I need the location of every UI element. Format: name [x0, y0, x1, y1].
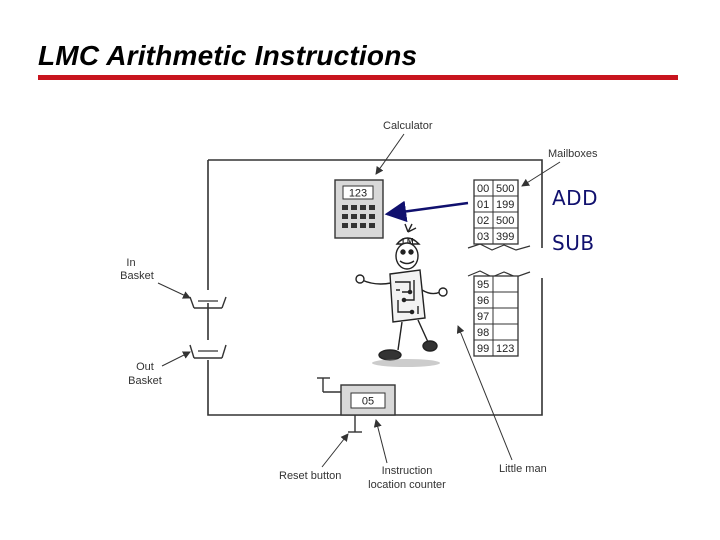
torn-edge-top	[467, 243, 531, 251]
mailbox-value: 199	[496, 199, 514, 211]
mailbox-value: 123	[496, 343, 514, 355]
mailbox-addr: 97	[477, 311, 489, 323]
mailboxes-bottom: 95 96 97 98 99 123	[473, 275, 519, 357]
out-basket	[189, 344, 227, 359]
sub-instruction-label: SUB	[552, 231, 595, 255]
mailbox-addr: 99	[477, 343, 489, 355]
out-basket-pointer	[161, 351, 191, 367]
calculator: 123	[334, 179, 384, 239]
little-man-label: Little man	[499, 463, 547, 475]
mailbox-addr: 01	[477, 199, 489, 211]
calculator-label: Calculator	[383, 120, 433, 132]
badge-text: LM	[402, 237, 414, 246]
counter-display: 05	[362, 396, 374, 408]
in-basket	[189, 296, 227, 309]
title-underline	[38, 75, 678, 80]
mailboxes-pointer	[521, 161, 561, 187]
reset-button	[317, 377, 362, 433]
reset-button-label: Reset button	[279, 470, 341, 482]
mailboxes-label: Mailboxes	[548, 148, 598, 160]
little-man-figure: LM	[355, 223, 448, 367]
mailbox-value: 500	[496, 183, 514, 195]
mailbox-addr: 00	[477, 183, 489, 195]
calculator-pointer	[375, 133, 405, 175]
counter-label: location counter	[368, 479, 446, 491]
add-instruction-label: ADD	[552, 186, 598, 210]
mailbox-value: 399	[496, 231, 514, 243]
counter-label: Instruction	[382, 465, 433, 477]
slide-title: LMC Arithmetic Instructions	[38, 40, 418, 71]
mailbox-addr: 95	[477, 279, 489, 291]
mailbox-value: 500	[496, 215, 514, 227]
in-basket-label: Basket	[120, 270, 154, 282]
mailbox-addr: 96	[477, 295, 489, 307]
instruction-location-counter: 05	[340, 384, 396, 416]
mailbox-addr: 98	[477, 327, 489, 339]
mailbox-addr: 02	[477, 215, 489, 227]
counter-pointer	[373, 419, 388, 464]
out-basket-label: Basket	[128, 375, 162, 387]
in-basket-pointer	[157, 282, 191, 299]
out-basket-label: Out	[136, 361, 154, 373]
mailbox-addr: 03	[477, 231, 489, 243]
data-flow-arrow	[384, 200, 469, 223]
calculator-display: 123	[349, 188, 367, 200]
mailboxes-top: 00 500 01 199 02 500 03 399	[473, 179, 519, 245]
reset-pointer	[321, 433, 349, 468]
in-basket-label: In	[126, 257, 135, 269]
little-man-pointer	[456, 325, 513, 461]
